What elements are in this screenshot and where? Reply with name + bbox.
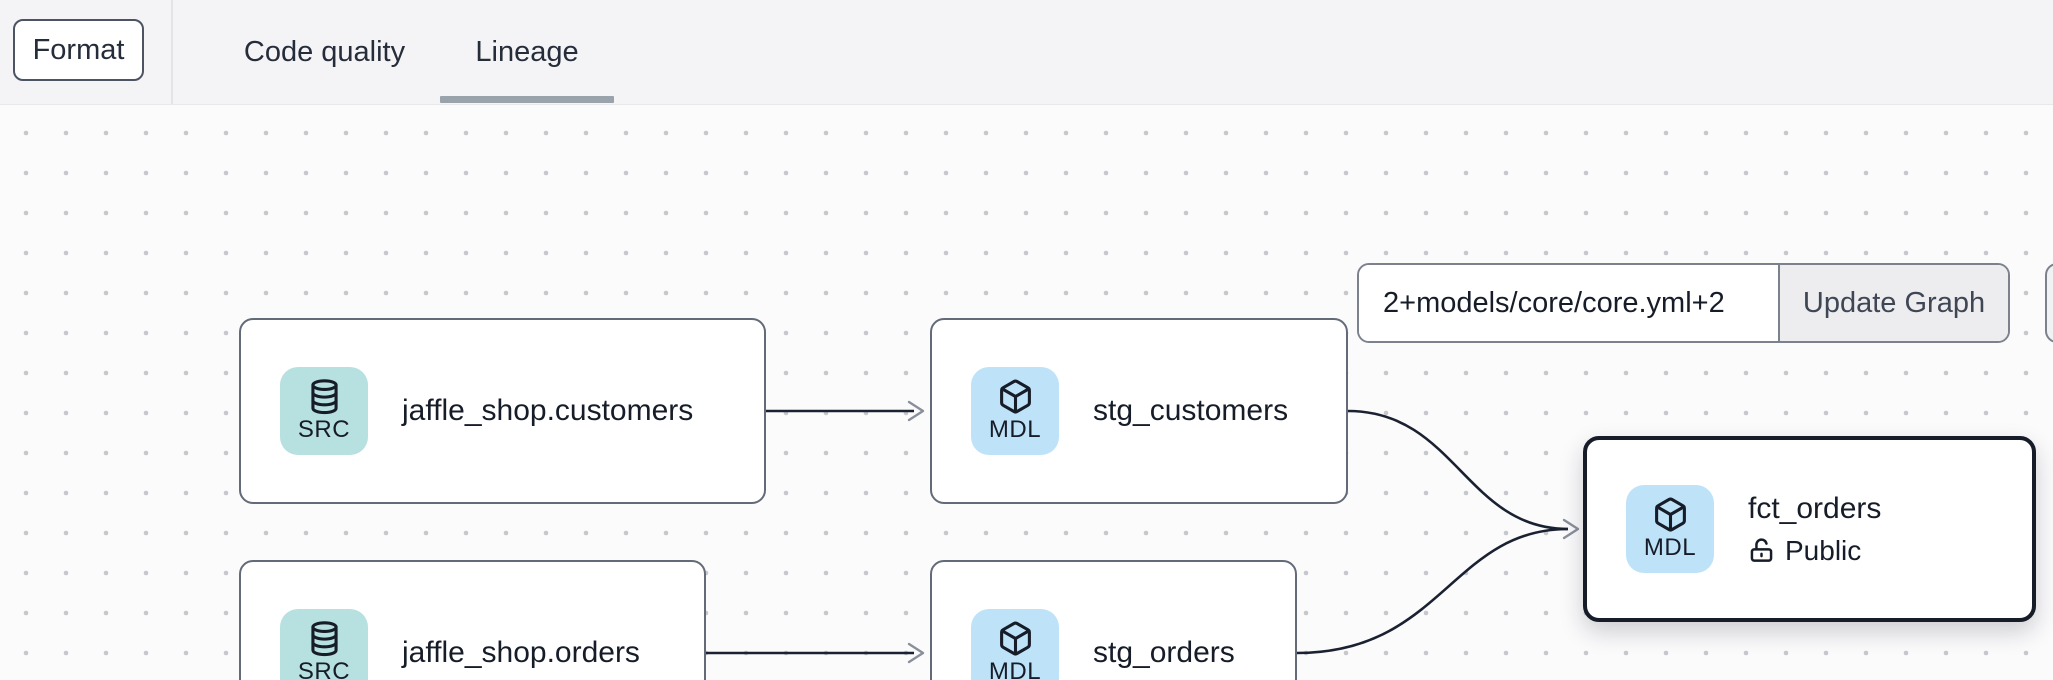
tab-code-quality[interactable]: Code quality xyxy=(243,0,406,104)
node-label: fct_orders xyxy=(1748,491,1882,525)
node-stg-orders[interactable]: MDL stg_orders xyxy=(930,560,1297,680)
tab-code-quality-label: Code quality xyxy=(243,35,406,68)
badge-label: MDL xyxy=(988,658,1042,680)
arrowhead-icon xyxy=(907,400,925,422)
arrowhead-icon xyxy=(907,642,925,664)
edge-stg-customers-to-fct-orders xyxy=(1347,409,1569,531)
source-badge: SRC xyxy=(280,367,368,455)
toolbar: Format Code quality Lineage xyxy=(0,0,2053,105)
model-badge: MDL xyxy=(971,367,1059,455)
database-icon xyxy=(310,621,338,657)
format-button[interactable]: Format xyxy=(13,19,144,81)
node-label: jaffle_shop.customers xyxy=(402,394,694,427)
node-label: stg_customers xyxy=(1093,394,1289,427)
cube-icon xyxy=(1654,497,1686,532)
node-label: jaffle_shop.orders xyxy=(402,636,640,669)
lineage-canvas[interactable]: SRC jaffle_shop.customers MDL stg_custom… xyxy=(0,105,2053,680)
node-selector-group: Update Graph xyxy=(1357,263,2010,343)
node-fct-orders[interactable]: MDL fct_orders Public xyxy=(1583,436,2036,622)
edge-stg-orders-to-fct-orders xyxy=(1296,527,1569,655)
tab-lineage[interactable]: Lineage xyxy=(440,0,614,104)
model-badge: MDL xyxy=(971,609,1059,680)
toolbar-divider xyxy=(171,0,173,104)
active-tab-underline xyxy=(440,96,614,103)
access-row: Public xyxy=(1748,535,1881,567)
cube-icon xyxy=(999,379,1031,414)
node-selector-input[interactable] xyxy=(1359,265,1778,341)
arrowhead-icon xyxy=(1562,518,1580,540)
badge-label: SRC xyxy=(297,658,351,680)
node-stg-customers[interactable]: MDL stg_customers xyxy=(930,318,1348,504)
node-label: stg_orders xyxy=(1093,636,1235,669)
clipped-edge-button[interactable] xyxy=(2045,263,2053,343)
tab-lineage-label: Lineage xyxy=(475,35,579,68)
access-label: Public xyxy=(1785,534,1862,566)
update-graph-button[interactable]: Update Graph xyxy=(1778,265,2008,341)
node-text-block: fct_orders Public xyxy=(1748,492,1881,567)
badge-label: MDL xyxy=(1643,534,1697,561)
node-jaffle-shop-customers[interactable]: SRC jaffle_shop.customers xyxy=(239,318,766,504)
cube-icon xyxy=(999,621,1031,656)
source-badge: SRC xyxy=(280,609,368,680)
node-jaffle-shop-orders[interactable]: SRC jaffle_shop.orders xyxy=(239,560,706,680)
badge-label: MDL xyxy=(988,416,1042,443)
badge-label: SRC xyxy=(297,416,351,443)
database-icon xyxy=(310,379,338,415)
unlock-icon xyxy=(1750,538,1773,562)
model-badge: MDL xyxy=(1626,485,1714,573)
